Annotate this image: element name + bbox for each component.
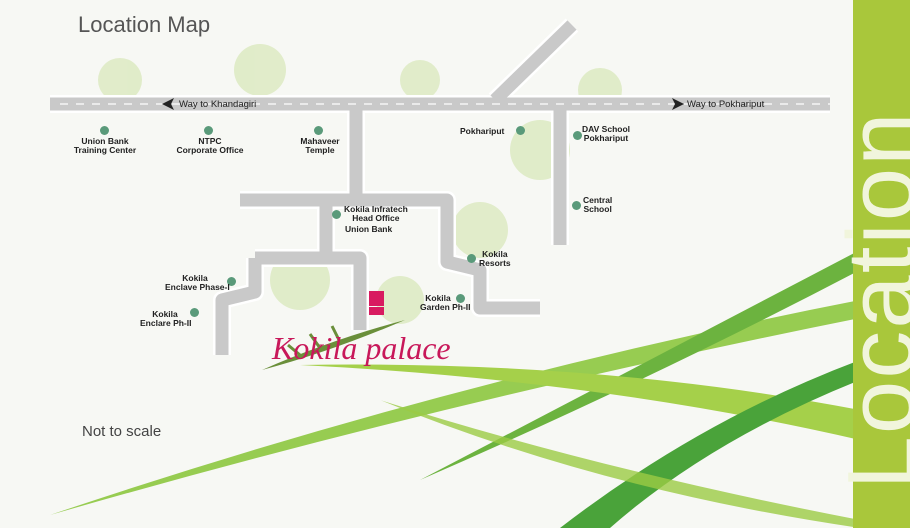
landmark-label: Union Bank Training Center [73, 136, 137, 155]
landmark-dot [314, 126, 323, 135]
landmark-label: Kokila Enclare Ph-II [140, 309, 192, 328]
landmark-dot [190, 308, 199, 317]
brand-logo-text: Kokila palace [272, 330, 451, 366]
landmark-label: DAV School Pokhariput [582, 124, 631, 143]
side-location-heading: Location [828, 110, 910, 490]
landmark-dot [467, 254, 476, 263]
landmark-label: Kokila Garden Ph-II [420, 293, 471, 312]
landmark-label: Union Bank [345, 224, 393, 234]
grass-leaves [50, 250, 860, 528]
kokila-palace-marker [369, 291, 384, 315]
arrow-left-icon [162, 98, 174, 110]
landmark-label: Pokhariput [460, 126, 505, 136]
landmark-dot [204, 126, 213, 135]
landmark-label: Kokila Resorts [479, 249, 511, 268]
landmark-label: Central School [583, 195, 613, 214]
arrow-right-icon [672, 98, 684, 110]
landmark-dot [573, 131, 582, 140]
landmark-label: Mahaveer Temple [300, 136, 340, 155]
page-title: Location Map [78, 12, 211, 37]
scale-note: Not to scale [82, 423, 162, 440]
landmark-dot [456, 294, 465, 303]
landmark-dot [572, 201, 581, 210]
side-band [853, 0, 910, 528]
landmark-label: NTPC Corporate Office [176, 136, 244, 155]
landmark-label: Kokila Enclave Phase-I [165, 273, 230, 292]
landmark-label: Kokila Infratech Head Office [344, 204, 408, 223]
landmark-dot [332, 210, 341, 219]
landmark-dot [100, 126, 109, 135]
way-left-label: Way to Khandagiri [179, 99, 257, 110]
landmark-dot [516, 126, 525, 135]
palm-sprig [262, 320, 405, 370]
way-right-label: Way to Pokhariput [687, 99, 765, 110]
landmark-dot [227, 277, 236, 286]
